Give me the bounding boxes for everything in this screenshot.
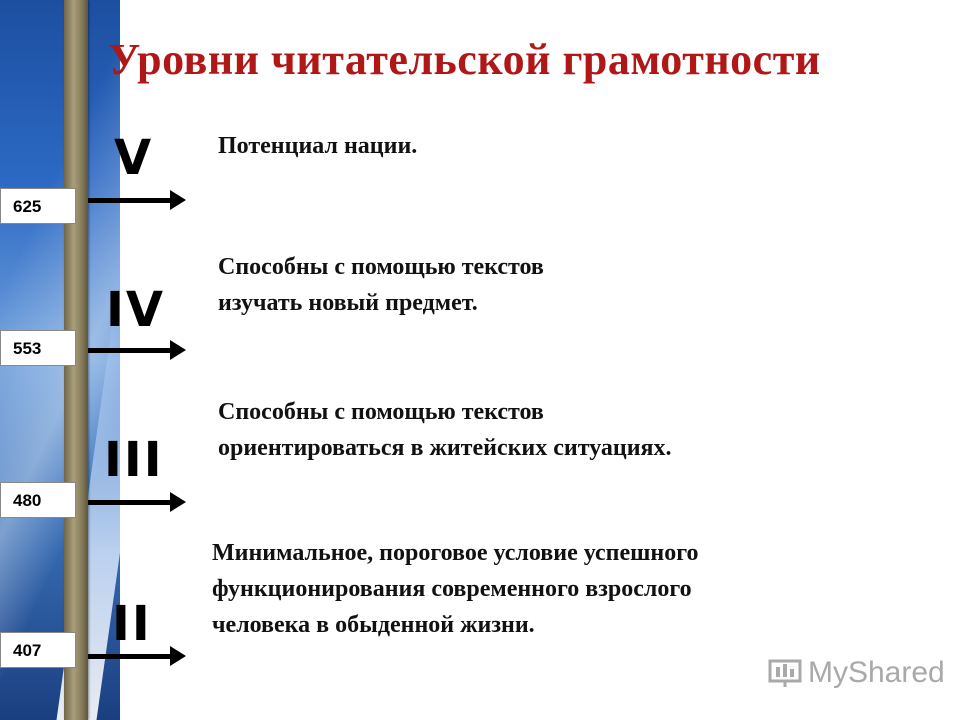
- level-2-arrow: [88, 646, 186, 666]
- level-2-line-1: Минимальное, пороговое условие успешного: [212, 540, 699, 566]
- score-553-label: 553: [0, 330, 76, 366]
- level-3-line-1: Способны с помощью текстов: [218, 399, 544, 425]
- level-3-arrow: [88, 492, 186, 512]
- level-2-line-3: человека в обыденной жизни.: [212, 612, 535, 638]
- slide-title: Уровни читательской грамотности: [108, 35, 821, 84]
- watermark-logo: MyShared: [768, 656, 945, 690]
- level-3-numeral: III: [104, 432, 164, 488]
- level-2-line-2: функционирования современного взрослого: [212, 576, 692, 602]
- level-2-numeral: II: [112, 596, 152, 652]
- level-5-description: Потенциал нации.: [218, 128, 417, 164]
- watermark-text: MyShared: [808, 656, 945, 689]
- level-4-numeral: IV: [106, 282, 166, 338]
- level-5-line-1: Потенциал нации.: [218, 133, 418, 159]
- score-625-label: 625: [0, 188, 76, 224]
- score-480-label: 480: [0, 482, 76, 518]
- level-4-arrow: [88, 340, 186, 360]
- level-3-line-2: ориентироваться в житейских ситуациях.: [218, 435, 672, 461]
- level-4-line-2: изучать новый предмет.: [218, 290, 478, 316]
- presentation-icon: [768, 659, 802, 687]
- level-2-description: Минимальное, пороговое условие успешного…: [212, 535, 699, 643]
- level-5-numeral: V: [114, 130, 154, 186]
- level-5-arrow: [88, 190, 186, 210]
- level-4-description: Способны с помощью текстов изучать новый…: [218, 249, 544, 321]
- score-407-label: 407: [0, 632, 76, 668]
- level-4-line-1: Способны с помощью текстов: [218, 254, 544, 280]
- level-3-description: Способны с помощью текстов ориентировать…: [218, 394, 672, 466]
